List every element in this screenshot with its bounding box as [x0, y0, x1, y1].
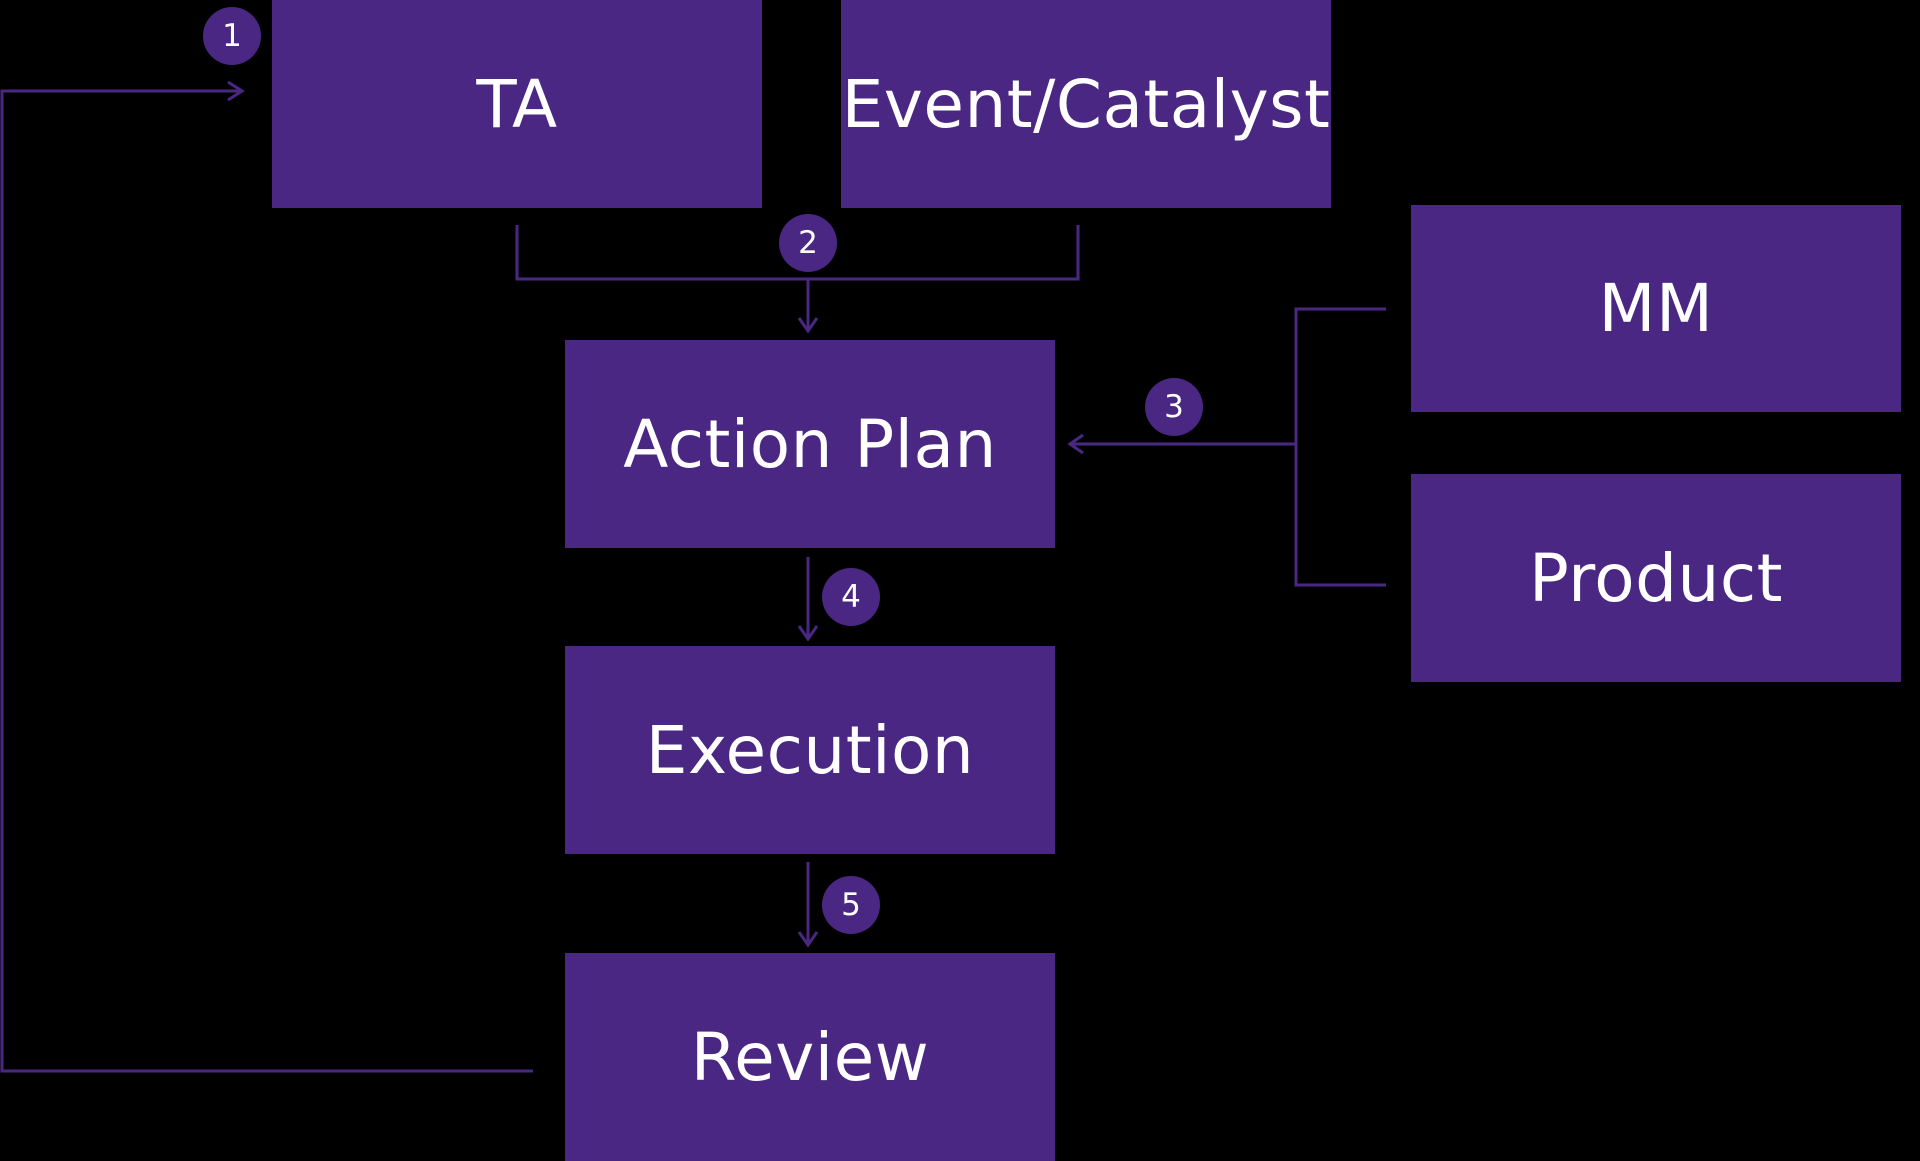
- node-mm: MM: [1411, 205, 1901, 412]
- node-product: Product: [1411, 474, 1901, 682]
- merge-bracket: [515, 225, 1080, 281]
- node-review: Review: [565, 953, 1055, 1161]
- node-event-catalyst: Event/Catalyst: [841, 0, 1331, 208]
- step-badge-2: 2: [779, 214, 837, 272]
- arrowhead-to-execution: [797, 625, 819, 642]
- step-badge-3: 3: [1145, 378, 1203, 436]
- node-ta: TA: [272, 0, 762, 208]
- step-badge-5: 5: [822, 876, 880, 934]
- arrowhead-to-action-plan: [797, 317, 819, 334]
- mm-product-bracket: [1294, 307, 1386, 587]
- loop-connector-review-to-ta: [0, 89, 533, 1073]
- arrowhead-from-bracket: [1067, 433, 1084, 455]
- node-action-plan: Action Plan: [565, 340, 1055, 548]
- arrowhead-to-ta: [227, 80, 245, 102]
- step-badge-4: 4: [822, 568, 880, 626]
- node-execution: Execution: [565, 646, 1055, 854]
- step-badge-1: 1: [203, 7, 261, 65]
- arrowhead-to-review: [797, 931, 819, 948]
